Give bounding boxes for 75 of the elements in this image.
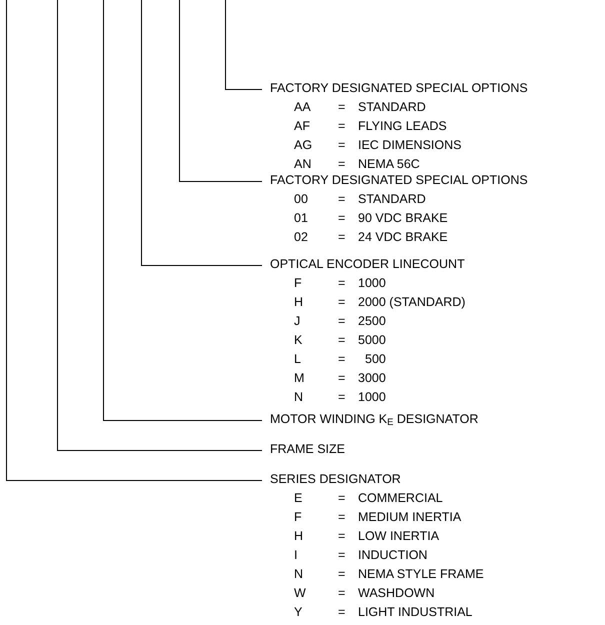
leader-line — [225, 0, 262, 90]
option-description: WASHDOWN — [358, 586, 435, 601]
equals-sign: = — [338, 510, 346, 525]
equals-sign: = — [338, 390, 346, 405]
option-code: AN — [294, 157, 312, 172]
heading-text: FACTORY DESIGNATED SPECIAL OPTIONS — [262, 173, 528, 188]
equals-sign: = — [338, 314, 346, 329]
option-code: H — [294, 529, 304, 544]
equals-sign: = — [338, 567, 346, 582]
option-code: N — [294, 567, 304, 582]
leader-line — [141, 0, 262, 266]
option-description: IEC DIMENSIONS — [358, 138, 462, 153]
equals-sign: = — [338, 491, 346, 506]
leader-line — [57, 0, 262, 451]
equals-sign: = — [338, 211, 346, 226]
equals-sign: = — [338, 230, 346, 245]
option-description: LIGHT INDUSTRIAL — [358, 605, 472, 620]
option-code: F — [294, 276, 302, 291]
option-code: J — [294, 314, 300, 329]
option-description: MEDIUM INERTIA — [358, 510, 462, 525]
leader-line — [6, 0, 262, 481]
option-code: M — [294, 371, 304, 386]
option-code: I — [294, 548, 298, 563]
option-description: 24 VDC BRAKE — [358, 230, 448, 245]
option-code: H — [294, 295, 304, 310]
equals-sign: = — [338, 119, 346, 134]
heading-text: FRAME SIZE — [262, 442, 346, 457]
option-description: STANDARD — [358, 192, 426, 207]
option-description: LOW INERTIA — [358, 529, 440, 544]
option-description: INDUCTION — [358, 548, 428, 563]
option-description: NEMA STYLE FRAME — [358, 567, 484, 582]
option-description: COMMERCIAL — [358, 491, 443, 506]
option-code: W — [294, 586, 306, 601]
option-code: F — [294, 510, 302, 525]
heading-text: SERIES DESIGNATOR — [262, 472, 401, 487]
option-code: 00 — [294, 192, 308, 207]
equals-sign: = — [338, 605, 346, 620]
option-description: 3000 — [358, 371, 386, 386]
option-description: 500 — [365, 352, 386, 367]
option-description: 90 VDC BRAKE — [358, 211, 448, 226]
equals-sign: = — [338, 529, 346, 544]
option-description: 5000 — [358, 333, 386, 348]
option-description: 2500 — [358, 314, 386, 329]
option-code: 01 — [294, 211, 308, 226]
equals-sign: = — [338, 548, 346, 563]
equals-sign: = — [338, 352, 346, 367]
option-description: NEMA 56C — [358, 157, 420, 172]
equals-sign: = — [338, 100, 346, 115]
option-code: Y — [294, 605, 302, 620]
option-code: AA — [294, 100, 311, 115]
option-description: 2000 (STANDARD) — [358, 295, 466, 310]
equals-sign: = — [338, 333, 346, 348]
heading-text: FACTORY DESIGNATED SPECIAL OPTIONS — [262, 81, 528, 96]
option-description: FLYING LEADS — [358, 119, 447, 134]
equals-sign: = — [338, 371, 346, 386]
option-description: 1000 — [358, 390, 386, 405]
option-code: N — [294, 390, 304, 405]
option-code: E — [294, 491, 302, 506]
heading-text: OPTICAL ENCODER LINECOUNT — [262, 257, 465, 272]
option-code: K — [294, 333, 302, 348]
equals-sign: = — [338, 276, 346, 291]
option-code: L — [294, 352, 301, 367]
equals-sign: = — [338, 192, 346, 207]
equals-sign: = — [338, 295, 346, 310]
option-code: AG — [294, 138, 312, 153]
leader-line — [179, 0, 262, 182]
option-description: 1000 — [358, 276, 386, 291]
heading-text: MOTOR WINDING K$_{E}$ DESIGNATOR — [262, 412, 478, 427]
equals-sign: = — [338, 157, 346, 172]
equals-sign: = — [338, 586, 346, 601]
equals-sign: = — [338, 138, 346, 153]
option-description: STANDARD — [358, 100, 426, 115]
option-code: 02 — [294, 230, 308, 245]
option-code: AF — [294, 119, 310, 134]
leader-line — [103, 0, 262, 421]
